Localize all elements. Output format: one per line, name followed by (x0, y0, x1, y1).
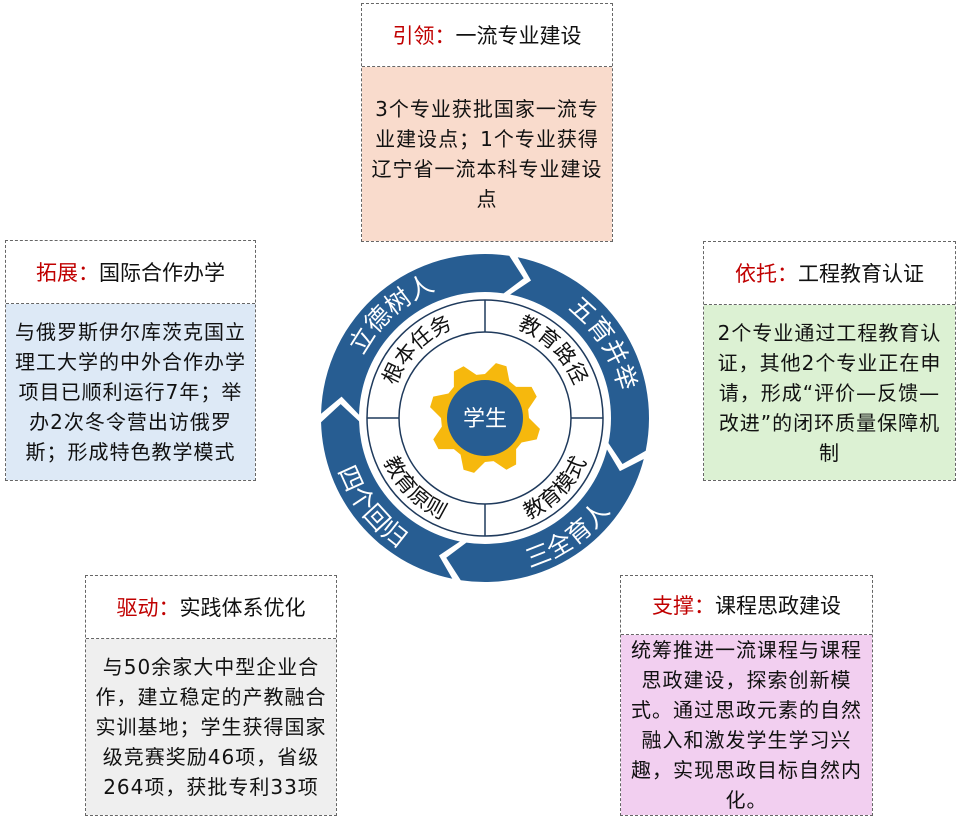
box-bottom-left: 驱动：实践体系优化 与50余家大中型企业合作，建立稳定的产教融合实训基地；学生获… (85, 575, 337, 816)
box-label: 依托： (735, 262, 798, 286)
box-body: 与50余家大中型企业合作，建立稳定的产教融合实训基地；学生获得国家级竞赛奖励46… (86, 639, 336, 815)
box-title: 工程教育认证 (798, 262, 924, 286)
box-body: 统筹推进一流课程与课程思政建设，探索创新模式。通过思政元素的自然融入和激发学生学… (621, 635, 872, 815)
outer-ring (321, 254, 649, 582)
box-label: 驱动： (116, 596, 180, 620)
box-top: 引领：一流专业建设 3个专业获批国家一流专业建设点；1个专业获得辽宁省一流本科专… (361, 3, 613, 242)
box-title: 实践体系优化 (179, 596, 306, 620)
box-right: 依托：工程教育认证 2个专业通过工程教育认证，其他2个专业正在申请，形成“评价—… (703, 241, 956, 481)
box-header: 支撑：课程思政建设 (621, 576, 872, 635)
box-header: 驱动：实践体系优化 (86, 576, 336, 639)
box-label: 支撑： (652, 594, 715, 618)
box-bottom-right: 支撑：课程思政建设 统筹推进一流课程与课程思政建设，探索创新模式。通过思政元素的… (620, 575, 873, 816)
center-label: 学生 (463, 407, 507, 432)
box-label: 引领： (392, 24, 456, 48)
box-label: 拓展： (36, 261, 99, 285)
box-left: 拓展：国际合作办学 与俄罗斯伊尔库茨克国立理工大学的中外合作办学项目已顺利运行7… (5, 240, 256, 481)
ring-segment (510, 257, 649, 465)
box-title: 国际合作办学 (99, 261, 225, 285)
box-header: 依托：工程教育认证 (704, 242, 955, 305)
center-circle (447, 380, 523, 456)
box-title: 课程思政建设 (715, 594, 841, 618)
ring-segment (446, 449, 644, 582)
ring-segment (321, 254, 524, 415)
education-wheel: 学生 立德树人五育并举三全育人四个回归根本任务教育路径教育模式教育原则 (321, 254, 649, 582)
box-body: 3个专业获批国家一流专业建设点；1个专业获得辽宁省一流本科专业建设点 (362, 67, 612, 241)
ring-segment (321, 404, 460, 579)
box-header: 拓展：国际合作办学 (6, 241, 255, 304)
box-header: 引领：一流专业建设 (362, 4, 612, 67)
box-title: 一流专业建设 (455, 24, 582, 48)
box-body: 2个专业通过工程教育认证，其他2个专业正在申请，形成“评价—反馈—改进”的闭环质… (704, 305, 955, 480)
box-body: 与俄罗斯伊尔库茨克国立理工大学的中外合作办学项目已顺利运行7年；举办2次冬令营出… (6, 304, 255, 480)
